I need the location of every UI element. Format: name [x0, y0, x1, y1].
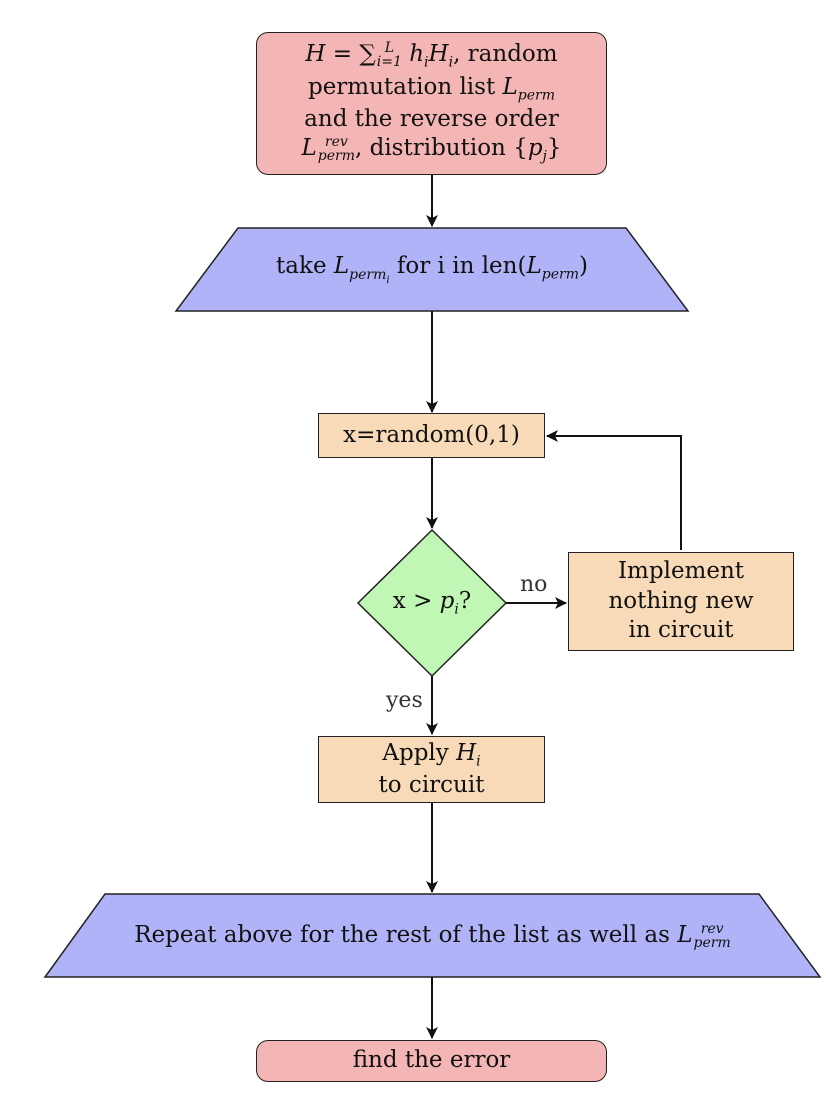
- decision-text: x >: [392, 588, 440, 615]
- start-sum: = ∑: [325, 41, 376, 68]
- nothing-line-3: in circuit: [628, 617, 734, 644]
- apply-H-sub: i: [476, 753, 481, 770]
- take-L: L: [333, 253, 350, 280]
- start-h-sub: i: [424, 54, 429, 71]
- start-line4-text: , distribution {: [354, 135, 528, 162]
- repeat-L-sub: perm: [693, 934, 731, 951]
- start-sum-upper: L: [384, 40, 394, 57]
- end-node: find the error: [256, 1040, 607, 1082]
- decision-q: ?: [458, 588, 472, 615]
- start-sum-lower: i=1: [376, 54, 402, 71]
- random-label: x=random(0,1): [343, 421, 520, 448]
- start-H: H: [305, 41, 326, 68]
- take-shape: [174, 227, 690, 312]
- edge-label-no: no: [520, 572, 548, 597]
- repeat-L-sup: rev: [700, 920, 724, 937]
- start-line-2: permutation list Lperm: [301, 73, 561, 106]
- take-L-sub: permi: [349, 266, 390, 286]
- decision-p: p: [439, 588, 455, 615]
- start-Lperm-sub: perm: [517, 87, 556, 104]
- random-node: x=random(0,1): [318, 413, 545, 458]
- apply-line-1: Apply Hi: [379, 739, 485, 772]
- end-label: find the error: [352, 1047, 511, 1074]
- start-Lrev-sub: perm: [317, 148, 355, 165]
- arrow-nothing-back-to-random: [546, 430, 682, 550]
- nothing-line-2: nothing new: [608, 587, 754, 614]
- take-L-subsub: i: [386, 274, 390, 286]
- start-Hi-sub: i: [448, 54, 454, 71]
- implement-nothing-node: Implement nothing new in circuit: [568, 552, 794, 651]
- nothing-line-1: Implement: [617, 558, 745, 585]
- apply-text: Apply: [382, 739, 457, 766]
- start-Lrev-sup: rev: [324, 134, 348, 151]
- take-L2-sub: perm: [541, 266, 579, 283]
- take-mid-text: for i in len(: [389, 253, 527, 280]
- decision-node: x > pi?: [358, 530, 506, 676]
- repeat-shape: [43, 893, 822, 978]
- start-Lrev: L: [301, 135, 317, 162]
- take-node: take Lpermi for i in len(Lperm): [176, 228, 688, 311]
- start-p-sub: j: [542, 149, 547, 166]
- start-line2-text: permutation list: [307, 73, 503, 100]
- decision-p-sub: i: [454, 601, 459, 618]
- take-L-sub-text: perm: [349, 266, 387, 283]
- start-line1-tail: , random: [453, 41, 558, 68]
- start-brace-close: }: [546, 135, 562, 162]
- take-close: ): [578, 253, 588, 280]
- start-line-3: and the reverse order: [304, 106, 559, 133]
- repeat-node: Repeat above for the rest of the list as…: [45, 894, 820, 977]
- repeat-L: L: [677, 921, 693, 948]
- repeat-text: Repeat above for the rest of the list as…: [134, 921, 678, 948]
- edge-label-yes: yes: [386, 688, 423, 713]
- take-text: take: [276, 253, 334, 280]
- start-h: h: [401, 41, 425, 68]
- apply-node: Apply Hi to circuit: [318, 736, 545, 803]
- start-p: p: [527, 135, 543, 162]
- start-Lperm: L: [502, 73, 518, 100]
- apply-line-2: to circuit: [378, 772, 485, 799]
- start-Hi: H: [428, 41, 449, 68]
- apply-H: H: [456, 739, 477, 766]
- take-L2: L: [526, 253, 542, 280]
